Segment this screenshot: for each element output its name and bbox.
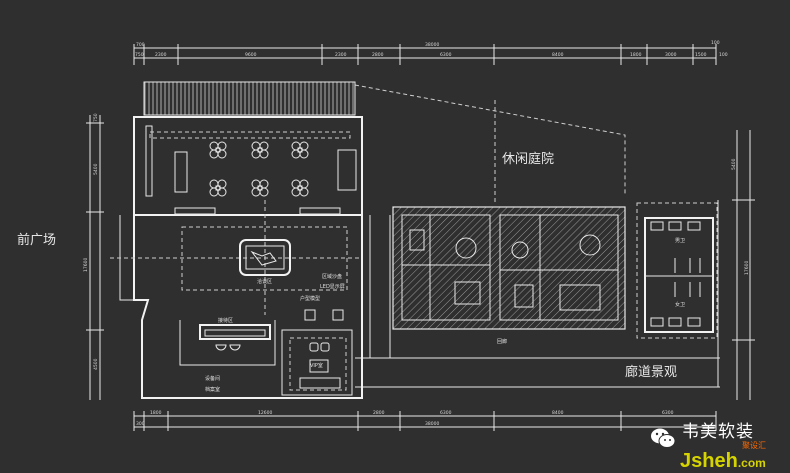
watermark-brand: 韦美软装 [682,422,754,442]
dim-label: 2300 [155,52,167,58]
canopy [143,81,356,116]
label-negotiation: 洽谈区 [257,278,272,285]
label-archive: 档案室 [205,386,220,393]
dim-label: 2800 [372,52,384,58]
dim-label: 2300 [335,52,347,58]
label-sandtable: 区域沙盘 [322,273,342,280]
negotiation-area-outline [181,226,348,291]
dim-label: 17600 [83,258,89,272]
dim-top-right: 100 [711,40,720,46]
vip-room [281,329,353,396]
label-front-plaza: 前广场 [17,232,56,248]
dim-bottom-left: 300 [136,421,145,427]
dim-label: 1800 [630,52,642,58]
label-corridor-landscape: 廊道景观 [625,364,677,380]
label-men-wc: 男卫 [675,238,685,244]
label-led: LED显示屏 [320,284,345,290]
label-reception: 接待区 [218,317,233,324]
dim-top-total: 38000 [425,42,439,48]
label-model: 户型模型 [300,295,320,302]
label-courtyard: 休闲庭院 [502,151,554,167]
watermark-site-name: Jsheh [680,450,738,472]
site-boundary [119,84,720,388]
dim-top-left: 700 [136,42,145,48]
dim-label: 8400 [552,410,564,416]
wechat-icon [651,428,676,448]
dim-label: 750 [135,52,144,58]
dim-label: 750 [93,113,99,122]
sales-hall [110,116,363,399]
dim-label: 4500 [93,358,99,370]
sandtable-model [239,239,291,276]
dim-label: 12600 [258,410,272,416]
bottom-dimensions: 1800 12600 2800 6300 8400 6300 38000 300 [133,410,717,431]
dim-label: 3000 [665,52,677,58]
model-apartments [369,206,626,358]
dim-label: 17600 [744,261,750,275]
label-vip: VIP室 [310,362,323,369]
dim-label: 8400 [552,52,564,58]
top-dimensions: 700 38000 100 750 2300 9600 2300 2800 63… [133,40,728,65]
label-women-wc: 女卫 [675,301,685,308]
dim-label: 6300 [440,410,452,416]
dim-label: 5400 [731,158,737,170]
watermark-tag: 聚设汇 [742,441,766,450]
label-corridor: 回廊 [497,338,507,345]
dim-label: 5400 [93,163,99,175]
dim-label: 1500 [695,52,707,58]
dim-label: 9600 [245,52,257,58]
dim-label: 6300 [662,410,674,416]
dim-label: 100 [719,52,728,58]
dim-label: 1800 [150,410,162,416]
reception-desk [199,324,271,340]
dim-label: 6300 [440,52,452,58]
right-dimensions: 5400 17600 [731,130,755,400]
watermark-site: Jsheh.com [680,451,766,473]
dim-bottom-total: 38000 [425,421,439,427]
dim-label: 2800 [373,410,385,416]
left-dimensions: 750 5400 17600 4500 [83,113,104,400]
toilets [636,202,718,339]
dining-tables [149,131,357,215]
watermark-site-suffix: .com [737,456,766,470]
label-equipment: 设备间 [205,375,220,382]
